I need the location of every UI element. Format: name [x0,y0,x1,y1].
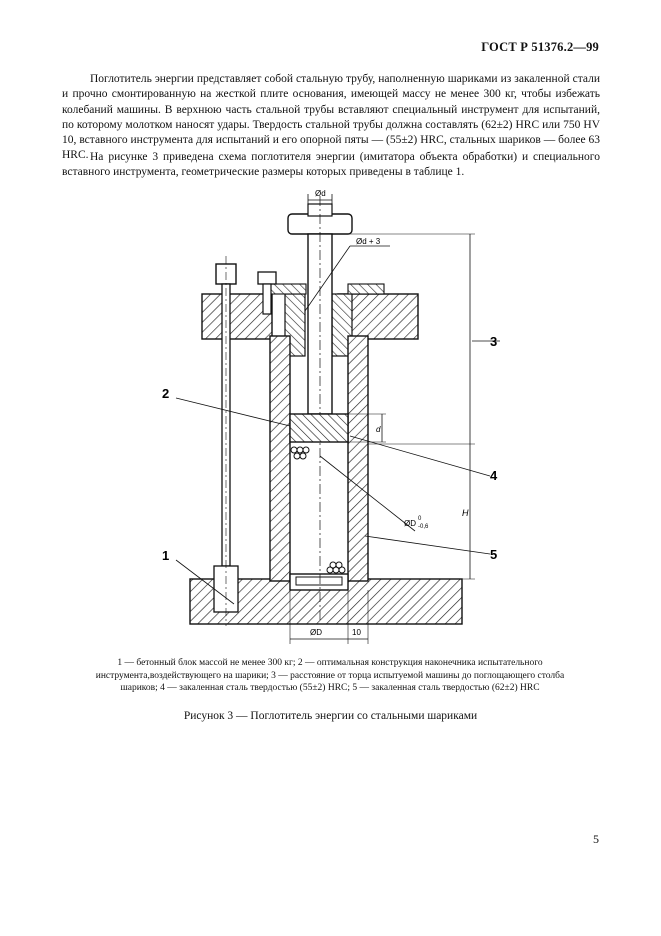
callout-2: 2 [162,386,169,401]
figure-title: Рисунок 3 — Поглотитель энергии со сталь… [183,710,478,722]
dim-od-bottom: ØD [310,628,322,637]
callout-4: 4 [490,468,498,483]
paragraph-2: На рисунке 3 приведена схема поглотителя… [62,150,600,181]
steel-balls [290,446,346,574]
top-clamp-plate [201,283,419,357]
paragraph-1: Поглотитель энергии представляет собой с… [62,72,600,164]
page-number: 5 [593,832,599,846]
dim-od: Ød [315,189,326,198]
callout-1: 1 [162,548,169,563]
figure-3-drawing: Ød Ød + 3 3 d H 4 ØD 0 -0,6 5 2 1 ØD 10 [150,186,520,646]
paragraph-2-text: На рисунке 3 приведена схема поглотителя… [62,151,600,179]
tie-bolt [213,256,239,626]
tool-head [289,413,349,443]
callout-3: 3 [490,334,497,349]
steel-tube-walls [269,335,369,582]
figure-caption: 1 — бетонный блок массой не менее 300 кг… [95,658,565,693]
dim-od06: ØD [404,519,416,528]
paragraph-1-text: Поглотитель энергии представляет собой с… [62,73,600,162]
callout-5: 5 [490,547,497,562]
dim-od3: Ød + 3 [356,237,381,246]
dim-ten: 10 [352,628,361,637]
dim-od06-sub: -0,6 [418,524,429,530]
test-tool-rod [287,196,353,621]
dim-h: H [462,508,469,518]
document-header: ГОСТ Р 51376.2—99 [481,40,599,54]
dim-d: d [376,425,381,434]
dim-od06-sup: 0 [418,516,422,522]
